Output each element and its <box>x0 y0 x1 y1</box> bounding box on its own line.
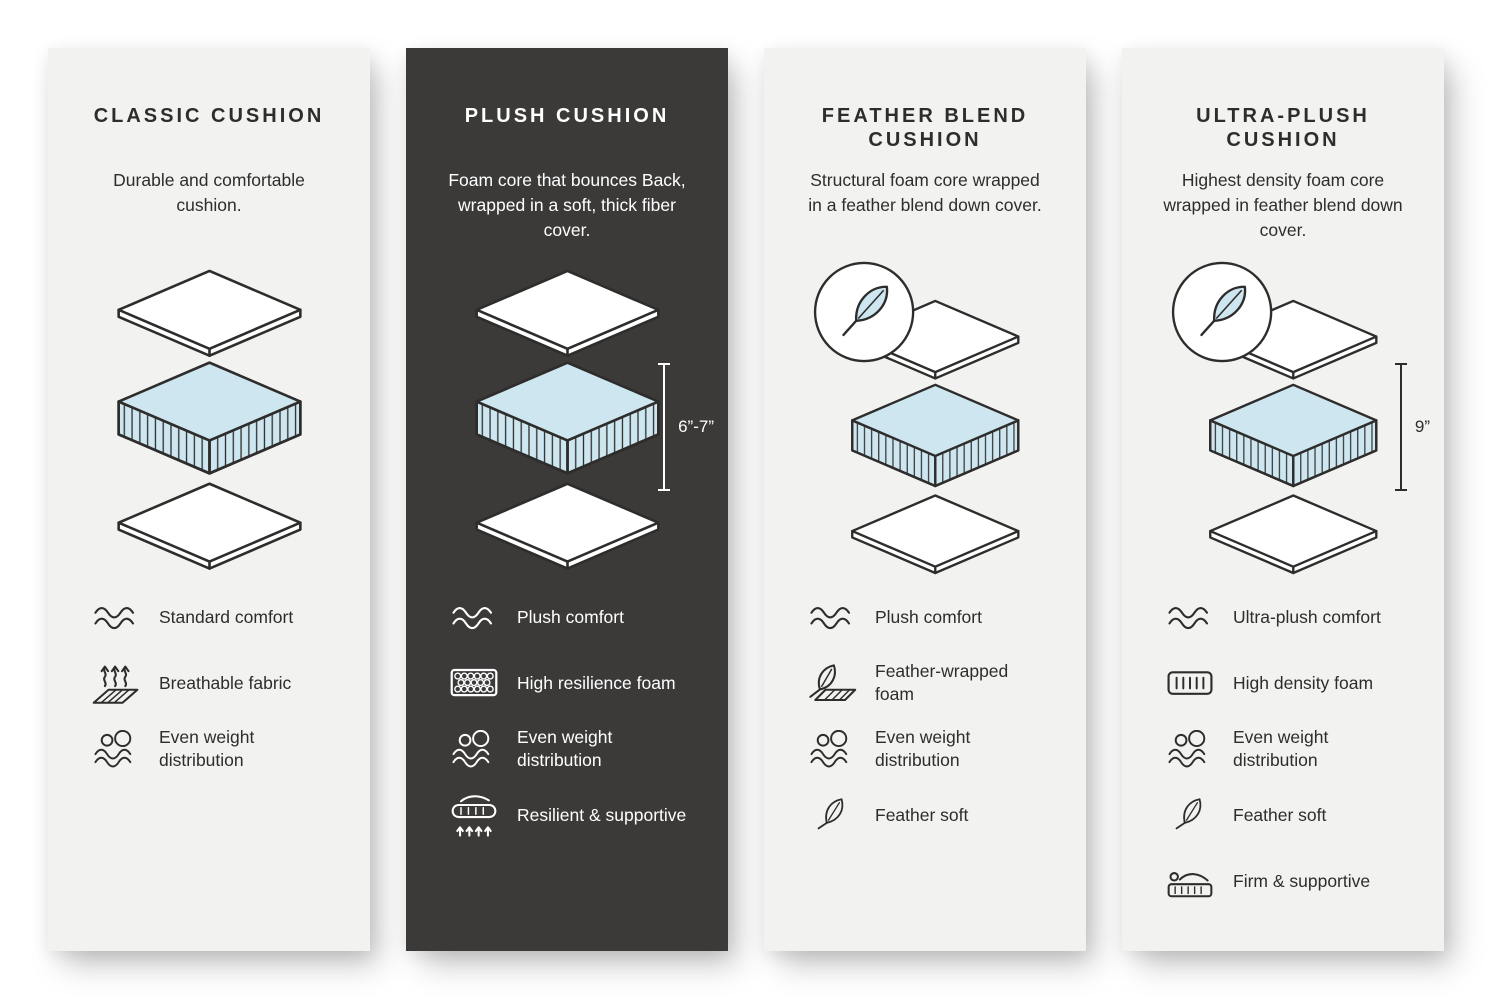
card-ultra-plush-cushion: ULTRA-PLUSH CUSHION Highest density foam… <box>1122 48 1444 951</box>
feature-item: Breathable fabric <box>88 660 330 706</box>
feature-item: High density foam <box>1162 660 1404 706</box>
feature-label: Plush comfort <box>875 606 982 627</box>
feather-soft-icon <box>1162 794 1218 835</box>
feature-label: Even weight distribution <box>875 727 971 770</box>
card-title: CLASSIC CUSHION <box>93 105 325 127</box>
cushion-layers-illustration <box>813 261 1020 575</box>
even-weight-icon <box>88 730 144 768</box>
card-description: Highest density foam core wrapped in fea… <box>1163 170 1403 240</box>
card-title: FEATHER BLEND CUSHION <box>821 105 1029 151</box>
feature-item: Feather soft <box>804 792 1046 838</box>
feature-list: Ultra-plush comfort High density foam Ev… <box>1162 594 1404 924</box>
card-description: Structural foam core wrapped in a feathe… <box>808 170 1042 215</box>
breathable-fabric-icon <box>88 661 144 706</box>
card-title: PLUSH CUSHION <box>464 105 670 127</box>
plush-cushion-diagram: 6”-7” <box>446 260 714 576</box>
feature-label: Feather soft <box>1233 804 1327 825</box>
feature-item: Feather soft <box>1162 792 1404 838</box>
feature-item: Even weight distribution <box>1162 726 1404 772</box>
height-measurement: 9” <box>1394 363 1430 491</box>
feature-label: Feather soft <box>875 804 969 825</box>
feature-label: Firm & supportive <box>1233 870 1371 891</box>
feature-item: Firm & supportive <box>1162 858 1404 904</box>
measurement-value: 9” <box>1414 417 1430 436</box>
cushion-layers-illustration <box>1171 261 1378 575</box>
cushion-comparison-infographic: CLASSIC CUSHION Durable and comfortable … <box>48 48 1444 951</box>
even-weight-icon <box>1162 730 1218 768</box>
feature-label: Even weight distribution <box>517 727 613 770</box>
card-description: Durable and comfortable cushion. <box>113 170 305 215</box>
wave-comfort-icon <box>88 602 144 632</box>
feature-list: Plush comfort Feather-wrapped foam Even … <box>804 594 1046 858</box>
feature-label: Standard comfort <box>159 606 294 627</box>
wave-comfort-icon <box>446 602 502 632</box>
ultra-plush-cushion-diagram: 9” <box>1162 260 1430 576</box>
measurement-bracket <box>658 363 671 491</box>
firm-supportive-icon <box>1162 861 1218 902</box>
feature-item: Standard comfort <box>88 594 330 640</box>
feature-list: Standard comfort Breathable fabric Even … <box>88 594 330 792</box>
even-weight-icon <box>446 730 502 768</box>
feature-label: Ultra-plush comfort <box>1233 606 1381 627</box>
card-classic-cushion: CLASSIC CUSHION Durable and comfortable … <box>48 48 370 951</box>
high-resilience-foam-icon <box>446 664 502 701</box>
classic-cushion-diagram <box>88 260 330 576</box>
feature-item: Even weight distribution <box>446 726 688 772</box>
feature-item: Plush comfort <box>804 594 1046 640</box>
feather-wrapped-foam-icon <box>804 661 860 706</box>
feature-label: High resilience foam <box>517 672 676 693</box>
wave-comfort-icon <box>804 602 860 632</box>
measurement-bracket <box>1394 363 1407 491</box>
feature-item: High resilience foam <box>446 660 688 706</box>
high-density-foam-icon <box>1162 667 1218 699</box>
resilient-supportive-icon <box>446 792 502 838</box>
feature-item: Resilient & supportive <box>446 792 688 838</box>
feature-item: Plush comfort <box>446 594 688 640</box>
feather-blend-cushion-diagram <box>804 260 1046 576</box>
card-description: Foam core that bounces Back, wrapped in … <box>448 170 686 240</box>
feature-item: Feather-wrapped foam <box>804 660 1046 706</box>
feature-label: Plush comfort <box>517 606 624 627</box>
measurement-value: 6”-7” <box>678 417 714 436</box>
feather-soft-icon <box>804 794 860 835</box>
feature-label: Even weight distribution <box>159 727 255 770</box>
card-plush-cushion: PLUSH CUSHION Foam core that bounces Bac… <box>406 48 728 951</box>
feature-label: Breathable fabric <box>159 672 292 693</box>
cushion-layers-illustration <box>116 269 302 570</box>
feature-item: Ultra-plush comfort <box>1162 594 1404 640</box>
feature-label: Even weight distribution <box>1233 727 1329 770</box>
feature-label: High density foam <box>1233 672 1374 693</box>
feather-badge <box>1171 261 1273 363</box>
feature-item: Even weight distribution <box>804 726 1046 772</box>
card-feather-blend-cushion: FEATHER BLEND CUSHION Structural foam co… <box>764 48 1086 951</box>
cushion-layers-illustration <box>474 269 660 570</box>
wave-comfort-icon <box>1162 602 1218 632</box>
even-weight-icon <box>804 730 860 768</box>
feature-label: Resilient & supportive <box>517 804 687 825</box>
feature-item: Even weight distribution <box>88 726 330 772</box>
feature-list: Plush comfort High resilience foam Even … <box>446 594 688 858</box>
feature-label: Feather-wrapped foam <box>875 661 1009 704</box>
height-measurement: 6”-7” <box>658 363 714 491</box>
feather-badge <box>813 261 915 363</box>
card-title: ULTRA-PLUSH CUSHION <box>1196 105 1370 151</box>
